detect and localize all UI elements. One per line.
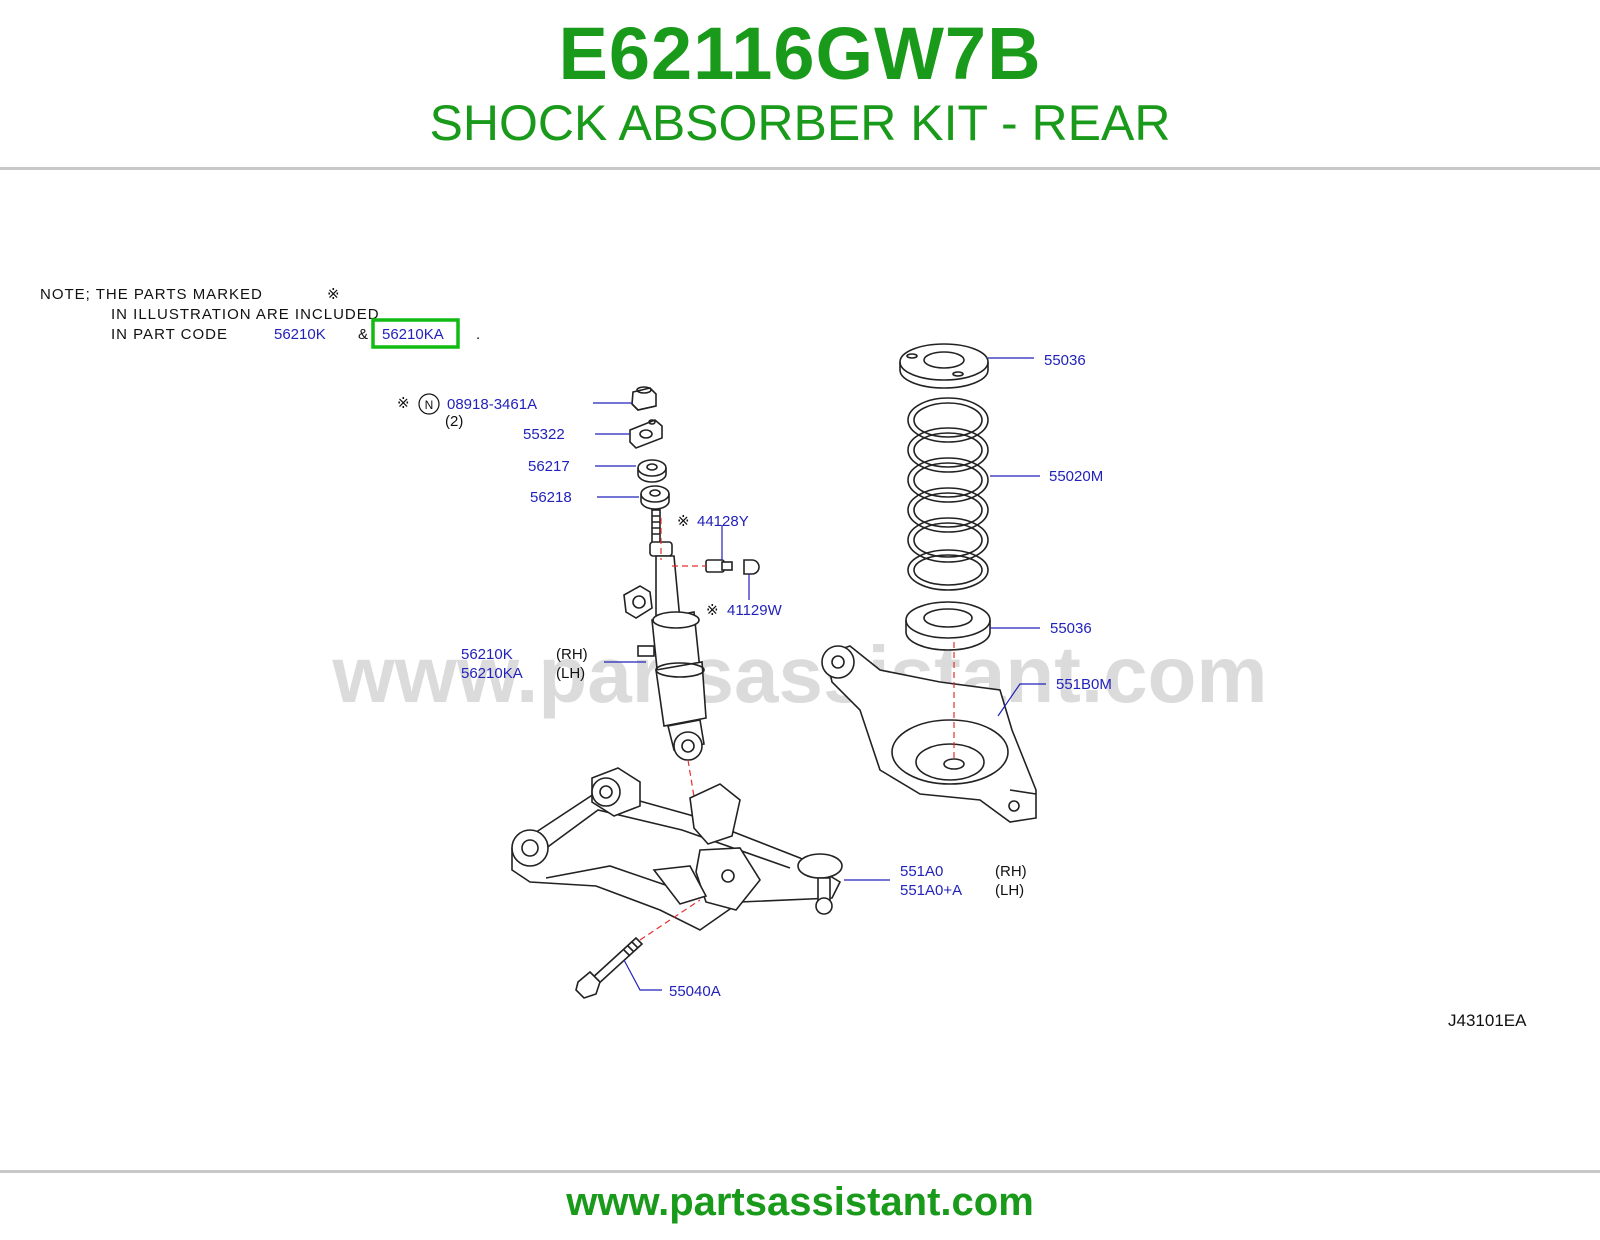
callout-55040a[interactable]: 55040A: [669, 983, 721, 1000]
nut-08918-drawing: [631, 386, 657, 411]
lower-control-arm-drawing: [511, 767, 843, 931]
bracket-55322-drawing: [629, 419, 663, 449]
note-code-56210ka-link[interactable]: 56210KA: [382, 326, 444, 343]
callout-55322[interactable]: 55322: [523, 426, 565, 443]
shock-absorber-drawing: [623, 509, 707, 761]
side-rh-56210: (RH): [556, 646, 588, 663]
mark-44128y: ※: [677, 513, 690, 530]
bolt-44128y-drawing: [705, 559, 760, 575]
bushing-56218-drawing: [640, 485, 670, 510]
mark-08918: ※: [397, 395, 410, 412]
watermark-text: www.partsassistant.com: [331, 630, 1267, 719]
callout-44128y[interactable]: 44128Y: [697, 513, 749, 530]
coil-spring-drawing: [907, 397, 989, 591]
callout-55036-bottom[interactable]: 55036: [1050, 620, 1092, 637]
note-line-2: IN ILLUSTRATION ARE INCLUDED: [111, 306, 380, 323]
callout-55020m[interactable]: 55020M: [1049, 468, 1103, 485]
diagram-reference-code: J43101EA: [1448, 1011, 1527, 1030]
note-ampersand: &: [358, 326, 369, 343]
callout-56210k[interactable]: 56210K: [461, 646, 513, 663]
header-divider: [0, 167, 1600, 170]
qty-08918: (2): [445, 413, 463, 430]
note-line-3: IN PART CODE: [111, 326, 228, 343]
note-mark: ※: [327, 286, 341, 303]
bushing-56217-drawing: [637, 459, 667, 483]
spring-seat-top-drawing: [899, 343, 989, 389]
highlight-box: [371, 318, 460, 349]
part-description: SHOCK ABSORBER KIT - REAR: [429, 95, 1171, 151]
callout-56210ka[interactable]: 56210KA: [461, 665, 523, 682]
callout-551a0[interactable]: 551A0: [900, 863, 943, 880]
note-line-1: NOTE; THE PARTS MARKED: [40, 286, 263, 303]
bolt-55040a-drawing: [575, 936, 644, 999]
spring-arm-drawing: [821, 645, 1037, 823]
parts-diagram: www.partsassistant.com NOTE; THE PARTS M…: [40, 286, 1527, 1030]
note-period: .: [476, 326, 481, 343]
footer-divider: [0, 1170, 1600, 1173]
callout-551b0m[interactable]: 551B0M: [1056, 676, 1112, 693]
bolt-55040a-dash: [639, 899, 701, 941]
n-symbol-circle: [418, 393, 440, 415]
side-rh-551a0: (RH): [995, 863, 1027, 880]
page-header: E62116GW7B SHOCK ABSORBER KIT - REAR: [0, 0, 1600, 168]
side-lh-551a0: (LH): [995, 882, 1024, 899]
n-symbol: N: [425, 398, 434, 412]
part-number-title: E62116GW7B: [558, 12, 1042, 95]
leader-551b0m: [997, 683, 1046, 717]
footer-url-link[interactable]: www.partsassistant.com: [566, 1180, 1034, 1224]
callout-551a0-a[interactable]: 551A0+A: [900, 882, 962, 899]
callout-41129w[interactable]: 41129W: [727, 602, 783, 619]
mark-41129w: ※: [706, 602, 719, 619]
callout-55036-top[interactable]: 55036: [1044, 352, 1086, 369]
callout-56218[interactable]: 56218: [530, 489, 572, 506]
leader-55040a: [623, 959, 662, 991]
side-lh-56210: (LH): [556, 665, 585, 682]
note-code-56210k-link[interactable]: 56210K: [274, 326, 326, 343]
spring-seat-bottom-drawing: [905, 601, 991, 651]
callout-08918-3461a[interactable]: 08918-3461A: [447, 396, 537, 413]
callout-56217[interactable]: 56217: [528, 458, 570, 475]
